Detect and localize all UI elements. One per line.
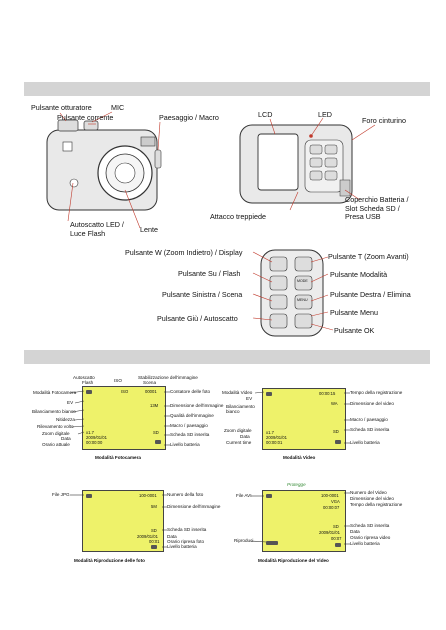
battery-icon bbox=[155, 440, 161, 444]
label-btn-t: Pulsante T (Zoom Avanti) bbox=[328, 252, 409, 261]
label-lens: Lente bbox=[140, 225, 158, 234]
video-play-caption: Modalità Riproduzione del Video bbox=[258, 558, 329, 563]
label-btn-right: Pulsante Destra / Elimina bbox=[330, 290, 411, 299]
photo-mode-lcd: 00001 13M ISO x1.7 2009/01/01 00:00:00 S… bbox=[82, 386, 166, 450]
camera-icon bbox=[86, 390, 92, 394]
button-pad-illustration bbox=[260, 249, 324, 337]
mode-button-face: MODE bbox=[297, 279, 308, 283]
photo-play-caption: Modalità Riproduzione delle foto bbox=[74, 558, 145, 563]
label-btn-ok: Pulsante OK bbox=[334, 326, 375, 335]
camera-front-illustration bbox=[46, 119, 162, 211]
section-bar-camera bbox=[24, 82, 430, 96]
camera-back-illustration bbox=[239, 124, 353, 204]
battery-icon bbox=[335, 543, 341, 547]
label-btn-mode: Pulsante Modalità bbox=[330, 270, 388, 279]
label-btn-menu: Pulsante Menu bbox=[330, 308, 378, 317]
video-mode-lcd: 00:00:15 WA x1.7 2009/01/01 00:00:01 SD bbox=[262, 388, 346, 450]
jpg-file-icon bbox=[86, 494, 92, 498]
photo-play-lcd: 100-0001 5M SD 2009/01/01 00:01 bbox=[82, 490, 164, 552]
video-play-lcd: 100-0001 VGA 00:00:07 SD 2009/01/01 00:0… bbox=[262, 490, 346, 552]
label-cover: Coperchio Batteria / Slot Scheda SD / Pr… bbox=[345, 195, 409, 222]
video-mode-caption: Modalità Video bbox=[283, 455, 316, 460]
label-strap: Foro cinturino bbox=[362, 116, 406, 125]
label-btn-w: Pulsante W (Zoom Indietro) / Display bbox=[125, 248, 243, 257]
photo-mode-caption: Modalità Fotocamera bbox=[95, 455, 141, 460]
label-lcd: LCD bbox=[258, 110, 273, 119]
label-tripod: Attacco treppiede bbox=[210, 212, 266, 221]
battery-icon bbox=[151, 545, 157, 549]
section-bar-screens bbox=[24, 350, 430, 364]
label-btn-down: Pulsante Giù / Autoscatto bbox=[157, 314, 238, 323]
label-btn-left: Pulsante Sinistra / Scena bbox=[162, 290, 243, 299]
play-icon bbox=[266, 541, 278, 545]
label-self-timer: Autoscatto LED / Luce Flash bbox=[70, 220, 124, 238]
menu-button-face: MENU bbox=[297, 298, 308, 302]
video-icon bbox=[266, 392, 272, 396]
battery-icon bbox=[335, 440, 341, 444]
label-power: Pulsante corrente bbox=[57, 113, 114, 122]
label-shutter: Pulsante otturatore bbox=[31, 103, 92, 112]
label-mic: MIC bbox=[111, 103, 125, 112]
protect-label: Protegge bbox=[287, 482, 306, 487]
label-btn-up: Pulsante Su / Flash bbox=[178, 269, 241, 278]
avi-file-icon bbox=[266, 494, 272, 498]
label-landscape: Paesaggio / Macro bbox=[159, 113, 219, 122]
label-led: LED bbox=[318, 110, 332, 119]
